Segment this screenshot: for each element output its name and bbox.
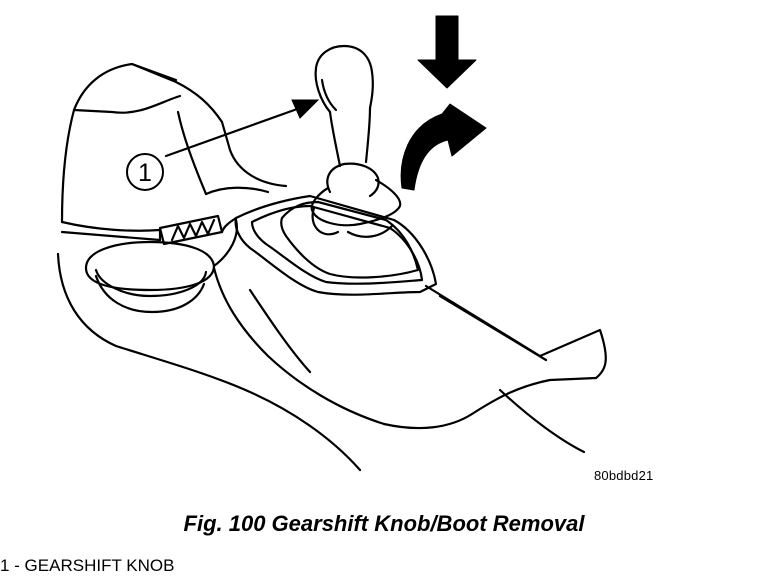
- figure-caption: Fig. 100 Gearshift Knob/Boot Removal: [183, 511, 585, 536]
- callout-number: 1: [138, 159, 152, 187]
- console-body: [56, 252, 607, 472]
- turn-arrow: [400, 103, 487, 191]
- gearshift-illustration: 1: [56, 15, 607, 472]
- vent-grill: [158, 214, 224, 246]
- figure-legend: 1 - GEARSHIFT KNOB: [0, 556, 174, 576]
- shift-boot: [280, 200, 420, 279]
- callout-arrowhead: [291, 99, 320, 119]
- callout-leader: [164, 106, 302, 158]
- legend-item: 1 - GEARSHIFT KNOB: [0, 556, 175, 575]
- callout-marker: 1: [126, 153, 164, 191]
- boot-bezel: [220, 194, 438, 296]
- gearshift-knob: [310, 44, 402, 227]
- push-down-arrow: [417, 15, 477, 89]
- image-code: 80bdbd21: [594, 468, 654, 483]
